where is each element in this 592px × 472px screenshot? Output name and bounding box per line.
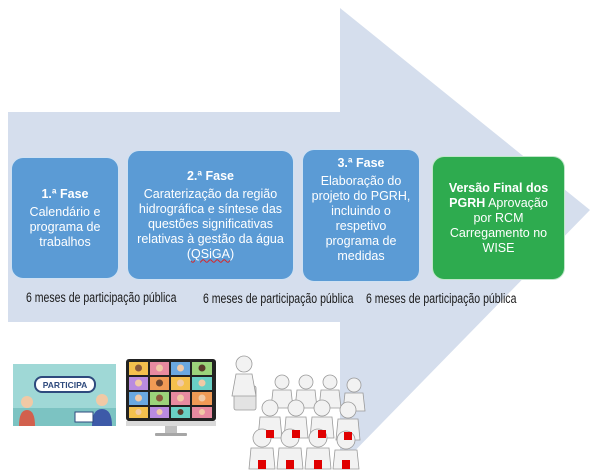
final-version-text: Versão Final dos PGRH Aprovação por RCM … (439, 181, 558, 256)
video-conference-illustration (126, 359, 216, 436)
participa-label: PARTICIPA (43, 380, 88, 390)
public-participation-note-1: 6 meses de participação pública (26, 290, 177, 305)
phase-2-description-text: Caraterização da região hidrográfica e s… (137, 186, 284, 261)
phase-2-title: 2.ª Fase (186, 168, 234, 183)
participa-illustration: PARTICIPA (13, 364, 116, 426)
phase-3-box: 3.ª Fase Elaboração do projeto do PGRH, … (302, 149, 420, 282)
phase-3-description: Elaboração do projeto do PGRH, incluindo… (311, 174, 411, 263)
final-version-title: Versão Final dos PGRH (448, 180, 549, 210)
phase-1-description: Calendário e programa de trabalhos (29, 204, 101, 249)
final-version-description: Aprovação por RCM Carregamento no WISE (449, 195, 548, 255)
phase-2-description: Caraterização da região hidrográfica e s… (134, 187, 287, 262)
phase-2-box: 2.ª Fase Caraterização da região hidrogr… (127, 150, 294, 280)
public-session-illustration (231, 355, 366, 470)
phase-1-title: 1.ª Fase (41, 186, 89, 201)
phase-1-box: 1.ª Fase Calendário e programa de trabal… (11, 157, 119, 279)
public-participation-note-3: 6 meses de participação pública (366, 291, 517, 306)
qsiga-abbreviation: QSiGA (191, 246, 230, 261)
phase-2-description-end: ) (229, 246, 235, 261)
phase-3-title: 3.ª Fase (337, 156, 385, 170)
final-version-box: Versão Final dos PGRH Aprovação por RCM … (432, 156, 565, 280)
public-participation-note-2: 6 meses de participação pública (203, 291, 354, 306)
arrow-shape (8, 8, 590, 466)
